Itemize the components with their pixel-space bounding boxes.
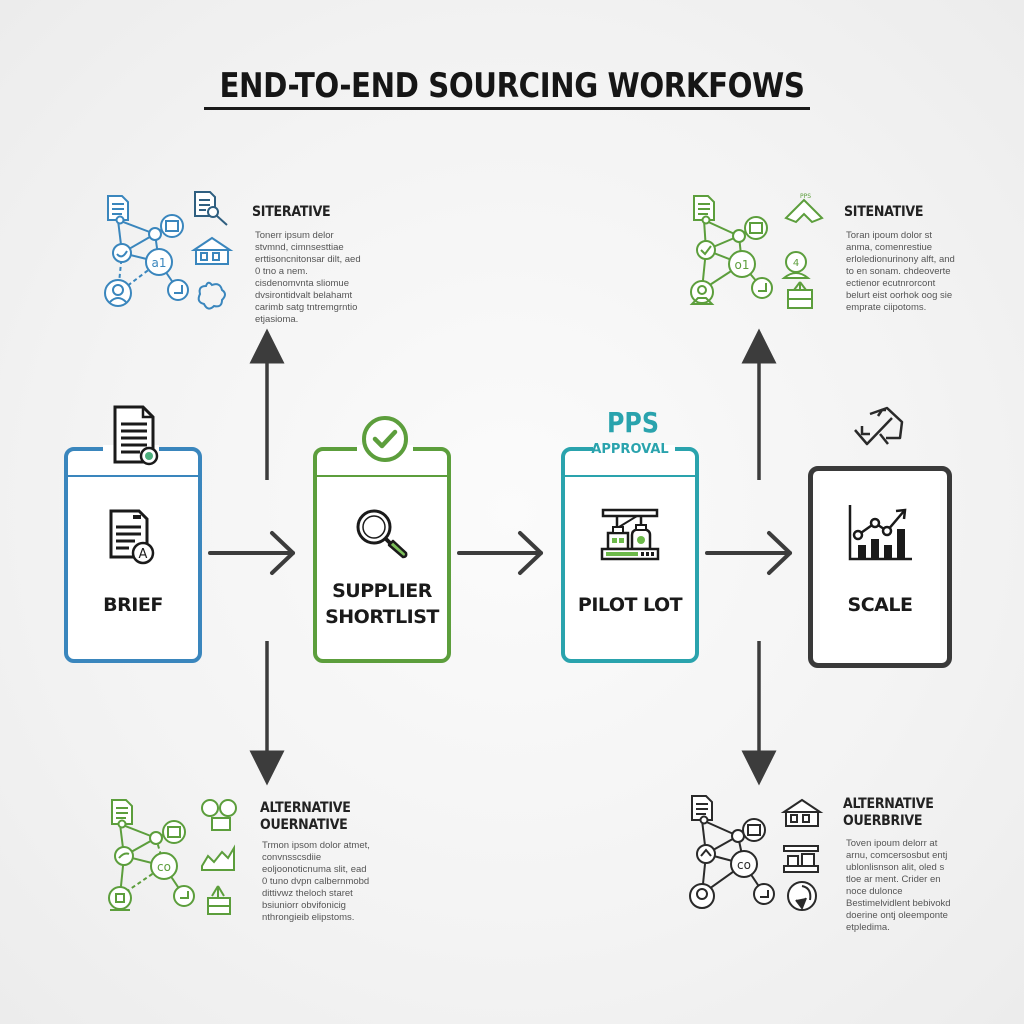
step-supplier-shortlist[interactable]: SUPPLIER SHORTLIST bbox=[313, 445, 451, 663]
magnifier-icon bbox=[356, 509, 408, 559]
handshake-arrows-icon bbox=[854, 406, 904, 446]
svg-text:co: co bbox=[157, 860, 171, 874]
step-label-line1: SUPPLIER bbox=[332, 580, 432, 602]
step-divider bbox=[68, 475, 198, 477]
info-heading-line1: ALTERNATIVE bbox=[260, 800, 351, 816]
pps-small-label: PPS bbox=[800, 193, 811, 200]
approval-label: APPROVAL bbox=[591, 442, 669, 457]
page-title: END-TO-END SOURCING WORKFOWS bbox=[219, 66, 805, 106]
document-badge-icon bbox=[113, 405, 159, 466]
checkmark-circle-icon bbox=[362, 416, 408, 462]
info-heading: SITENATIVE bbox=[844, 204, 924, 220]
step-label: BRIEF bbox=[103, 594, 163, 616]
step-brief[interactable]: A BRIEF bbox=[64, 445, 202, 663]
network-cluster-icon: co bbox=[689, 795, 824, 911]
step-label: SCALE bbox=[847, 594, 913, 616]
growth-chart-icon bbox=[848, 505, 912, 561]
title-underline bbox=[204, 107, 810, 110]
network-cluster-icon: co bbox=[108, 799, 237, 915]
info-heading-line2: OUERNATIVE bbox=[260, 817, 348, 833]
step-label-line2: SHORTLIST bbox=[325, 606, 439, 628]
step-pilot-lot[interactable]: APPROVAL PILOT LOT bbox=[561, 442, 699, 663]
info-body: Toran ipoum dolor st anma, comenrestiue … bbox=[846, 230, 955, 313]
arrow-brief-to-supplier bbox=[208, 531, 295, 575]
info-heading-line1: ALTERNATIVE bbox=[843, 796, 934, 812]
info-heading-line2: OUERBRIVE bbox=[843, 813, 923, 829]
svg-text:co: co bbox=[737, 858, 751, 872]
arrow-supplier-to-pilot bbox=[457, 531, 543, 575]
network-cluster-icon: a1 bbox=[104, 191, 234, 310]
info-body: Tonerr ipsum delor stvmnd, cimnsesttiae … bbox=[255, 230, 361, 325]
step-divider bbox=[565, 475, 695, 477]
svg-text:a1: a1 bbox=[152, 256, 167, 270]
document-a-icon: A bbox=[109, 509, 155, 565]
info-body: Toven ipoum delorr at arnu, comcersosbut… bbox=[846, 838, 951, 933]
network-cluster-icon: o1 4 PPS bbox=[689, 193, 824, 309]
svg-text:o1: o1 bbox=[735, 258, 750, 272]
step-label: PILOT LOT bbox=[577, 594, 683, 616]
svg-text:A: A bbox=[139, 547, 148, 562]
step-scale[interactable]: SCALE bbox=[808, 466, 952, 668]
arrow-pilot-to-scale bbox=[705, 531, 792, 575]
info-body: Trmon ipsom dolor atmet, convnsscsdiie e… bbox=[262, 840, 370, 923]
svg-text:4: 4 bbox=[793, 258, 799, 269]
pps-approval-badge: PPS bbox=[561, 408, 705, 438]
production-line-icon bbox=[600, 508, 660, 561]
pps-label: PPS bbox=[606, 406, 660, 439]
info-heading: SITERATIVE bbox=[252, 204, 331, 220]
step-divider bbox=[317, 475, 447, 477]
